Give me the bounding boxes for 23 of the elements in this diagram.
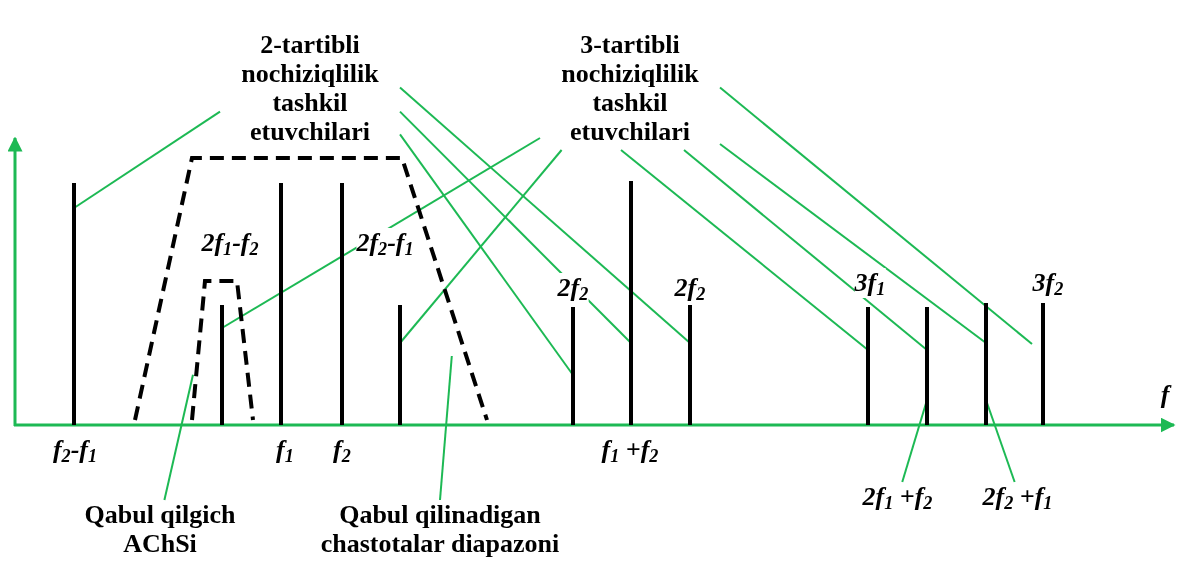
leader-line: [399, 133, 574, 376]
leader-line: [620, 149, 869, 351]
leader-line: [73, 110, 221, 209]
leader-line: [399, 110, 632, 344]
dashed-filter-outline: [190, 279, 255, 422]
formula-label: 2f$_{1}$ +f$_{2}$: [850, 482, 945, 514]
frequency-label: 2f$_{2}$: [557, 273, 589, 303]
dashed-filter-outline: [135, 158, 487, 422]
formula-label: 2f$_{2}$ +f$_{1}$: [970, 482, 1065, 514]
callout-text: 3-tartibli nochiziqlilik tashkil etuvchilari: [540, 30, 720, 150]
leader-line: [683, 149, 928, 351]
leader-line: [439, 355, 453, 501]
leader-line: [719, 86, 1033, 345]
leader-line: [399, 149, 563, 344]
callout-text: 2-tartibli nochiziqlilik tashkil etuvchilari: [220, 30, 400, 150]
callout-text: Qabul qilinadigan chastotalar diapazoni: [290, 500, 590, 560]
leader-line: [163, 373, 194, 501]
leader-line: [221, 137, 541, 329]
frequency-label: 3f$_{1}$: [854, 268, 886, 298]
callout-text: Qabul qilgich AChSi: [50, 500, 270, 560]
leader-line: [719, 143, 987, 344]
leader-line: [399, 86, 691, 344]
frequency-label: 2f$_{2}$-f$_{1}$: [356, 228, 414, 258]
